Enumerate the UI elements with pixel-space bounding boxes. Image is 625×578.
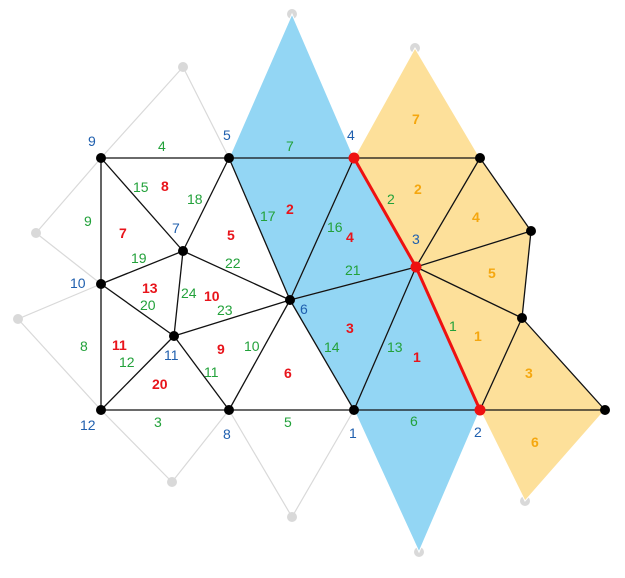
node-11 <box>169 331 179 341</box>
highlighted-nodes <box>348 152 486 416</box>
node-3 <box>410 261 422 273</box>
node-label-3: 3 <box>412 231 420 247</box>
triangle-labels: 1 2 3 4 5 6 7 8 9 10 11 13 20 <box>112 178 421 392</box>
node-6 <box>285 295 295 305</box>
node-label-9: 9 <box>88 133 96 149</box>
triangle-label-4: 4 <box>346 229 354 245</box>
edge-label-5: 5 <box>284 414 292 430</box>
edge-label-6: 6 <box>410 413 418 429</box>
orange-label-4: 4 <box>472 209 480 225</box>
triangle-label-2: 2 <box>286 201 294 217</box>
edge-label-8: 8 <box>80 338 88 354</box>
node-label-12: 12 <box>80 417 96 433</box>
triangle-label-3: 3 <box>346 320 354 336</box>
triangle-label-13: 13 <box>142 280 158 296</box>
node-right-top <box>475 153 485 163</box>
orange-triangle-labels: 1 2 3 4 5 6 7 <box>412 111 539 450</box>
triangle-label-5: 5 <box>227 227 235 243</box>
mesh-nodes <box>96 153 610 415</box>
node-label-5: 5 <box>223 127 231 143</box>
edge-label-4: 4 <box>158 138 166 154</box>
orange-label-5: 5 <box>488 265 496 281</box>
edge-label-18: 18 <box>187 191 203 207</box>
node-right-a <box>526 226 536 236</box>
edge-label-3: 3 <box>154 414 162 430</box>
triangle-label-10: 10 <box>204 288 220 304</box>
edge-label-17: 17 <box>260 208 276 224</box>
edge-label-7: 7 <box>286 138 294 154</box>
triangle-label-20: 20 <box>152 376 168 392</box>
mesh-edges <box>100 157 606 411</box>
orange-label-6: 6 <box>531 434 539 450</box>
node-label-8: 8 <box>223 426 231 442</box>
edge-label-16: 16 <box>327 219 343 235</box>
edge-label-13: 13 <box>387 339 403 355</box>
orange-label-2: 2 <box>414 181 422 197</box>
node-12 <box>96 405 106 415</box>
blue-region <box>228 12 481 554</box>
edge-label-15: 15 <box>133 179 149 195</box>
edge-label-9: 9 <box>84 213 92 229</box>
node-9 <box>96 153 106 163</box>
orange-label-1: 1 <box>474 328 482 344</box>
edge-label-14: 14 <box>324 339 340 355</box>
edge-label-22: 22 <box>225 255 241 271</box>
edge-label-1: 1 <box>449 318 457 334</box>
triangle-label-1: 1 <box>413 349 421 365</box>
edge-label-24: 24 <box>181 285 197 301</box>
node-label-1: 1 <box>349 425 357 441</box>
node-right-b <box>517 313 527 323</box>
node-label-10: 10 <box>70 275 86 291</box>
edge-label-20: 20 <box>140 297 156 313</box>
node-right-end <box>600 405 610 415</box>
node-label-6: 6 <box>300 301 308 317</box>
node-2 <box>474 404 486 416</box>
node-1 <box>349 405 359 415</box>
node-8 <box>224 405 234 415</box>
node-label-4: 4 <box>347 127 355 143</box>
node-label-7: 7 <box>172 220 180 236</box>
triangle-label-11: 11 <box>112 337 127 353</box>
edge-labels: 1 2 3 4 5 6 7 8 9 10 11 12 13 14 15 16 1… <box>80 138 457 430</box>
node-7 <box>178 246 188 256</box>
edge-label-19: 19 <box>131 250 147 266</box>
edge-label-21: 21 <box>345 262 361 278</box>
node-labels: 1 2 3 4 5 6 7 8 9 10 11 12 <box>70 127 482 442</box>
orange-region <box>353 46 607 502</box>
edge-label-12: 12 <box>119 354 135 370</box>
triangle-label-8: 8 <box>161 178 169 194</box>
node-5 <box>224 153 234 163</box>
node-10 <box>96 279 106 289</box>
edge-label-23: 23 <box>217 302 233 318</box>
edge-label-11: 11 <box>204 364 219 380</box>
edge-label-10: 10 <box>244 338 260 354</box>
edge-label-2: 2 <box>387 191 395 207</box>
triangle-label-9: 9 <box>217 341 225 357</box>
triangle-label-6: 6 <box>284 365 292 381</box>
orange-label-7: 7 <box>412 111 420 127</box>
triangle-label-7: 7 <box>119 225 127 241</box>
orange-label-3: 3 <box>525 365 533 381</box>
node-label-11: 11 <box>164 347 179 363</box>
highlighted-edge <box>352 157 482 411</box>
node-label-2: 2 <box>474 424 482 440</box>
node-4 <box>348 152 360 164</box>
